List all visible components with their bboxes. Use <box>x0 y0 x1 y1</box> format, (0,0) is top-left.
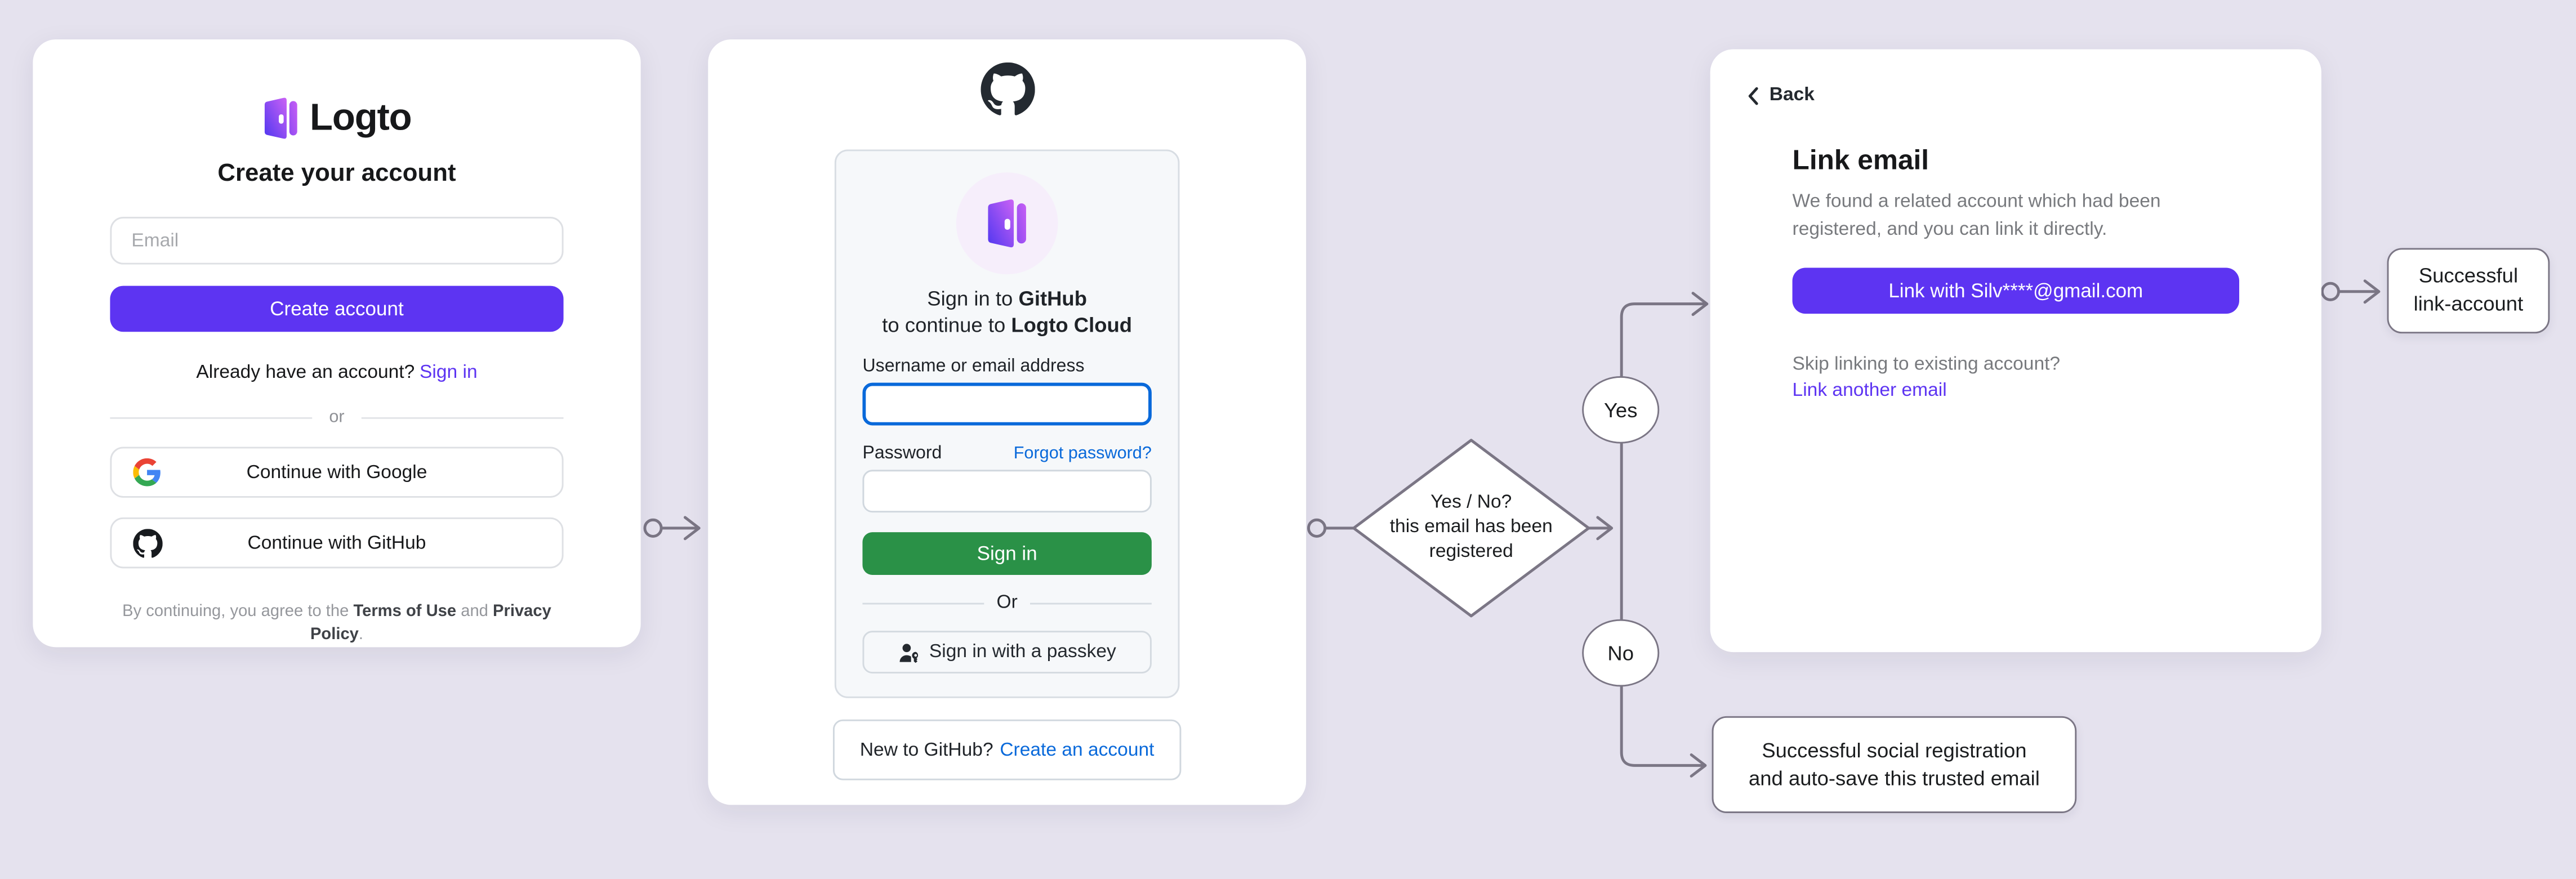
brand-name: Logto <box>310 95 412 139</box>
link-email-description: We found a related account which had bee… <box>1792 192 2161 239</box>
github-logo-icon <box>708 39 1306 117</box>
no-branch-node: No <box>1582 619 1660 687</box>
signup-card: Logto Create your account Create account… <box>33 39 641 648</box>
connector-dot <box>1307 518 1327 538</box>
yes-branch-node: Yes <box>1582 376 1660 444</box>
github-signin-card: Sign in to GitHub to continue to Logto C… <box>708 39 1307 805</box>
passkey-label: Sign in with a passkey <box>929 642 1116 663</box>
create-account-button[interactable]: Create account <box>110 285 564 332</box>
link-another-email-link[interactable]: Link another email <box>1792 381 1947 401</box>
password-label: Password <box>862 444 942 464</box>
google-icon <box>133 458 161 487</box>
continue-google-button[interactable]: Continue with Google <box>110 447 564 498</box>
decision-diamond-label: Yes / No? this email has been registered <box>1389 492 1553 562</box>
new-to-github-box: New to GitHub? Create an account <box>832 720 1182 781</box>
skip-linking-text: Skip linking to existing account? <box>1792 355 2061 376</box>
passkey-icon <box>898 642 919 663</box>
signin-prompt-row: Already have an account?Sign in <box>110 363 563 383</box>
privacy-policy-link[interactable]: Privacy Policy <box>310 603 551 644</box>
terms-and: and <box>456 603 493 621</box>
continue-google-label: Continue with Google <box>246 462 427 483</box>
username-input[interactable] <box>862 383 1152 426</box>
continue-app: Logto Cloud <box>1011 313 1133 336</box>
link-with-email-button[interactable]: Link with Silv****@gmail.com <box>1792 268 2240 315</box>
terms-text: By continuing, you agree to the Terms of… <box>110 601 563 648</box>
continue-prefix: to continue to <box>882 313 1011 336</box>
or-divider: or <box>110 407 563 427</box>
username-label: Username or email address <box>862 356 1085 377</box>
github-signin-button[interactable]: Sign in <box>862 532 1152 575</box>
forgot-password-link[interactable]: Forgot password? <box>1013 444 1152 464</box>
signin-link[interactable]: Sign in <box>420 363 478 383</box>
back-button[interactable]: Back <box>1746 86 1815 105</box>
connector-dot <box>2320 282 2340 301</box>
continue-github-button[interactable]: Continue with GitHub <box>110 517 564 569</box>
password-input[interactable] <box>862 470 1152 513</box>
github-icon <box>133 528 163 558</box>
github-signin-panel: Sign in to GitHub to continue to Logto C… <box>834 149 1180 699</box>
outcome-social-registration-box: Successful social registration and auto-… <box>1712 716 2077 813</box>
passkey-button[interactable]: Sign in with a passkey <box>862 631 1152 674</box>
github-or-label: Or <box>996 593 1018 613</box>
new-to-github-prompt: New to GitHub? <box>859 740 993 760</box>
or-divider-label: or <box>329 407 345 427</box>
link-email-title: Link email <box>1792 144 1929 176</box>
terms-prefix: By continuing, you agree to the <box>122 603 354 621</box>
logto-door-icon <box>988 199 1026 248</box>
signin-prompt: Already have an account? <box>196 363 415 383</box>
signup-title: Create your account <box>217 159 456 188</box>
chevron-left-icon <box>1746 86 1759 104</box>
continue-github-label: Continue with GitHub <box>247 533 426 553</box>
outcome-link-account-box: Successful link-account <box>2387 248 2550 334</box>
github-create-account-link[interactable]: Create an account <box>1000 740 1155 760</box>
github-or-divider: Or <box>862 594 1151 613</box>
github-signin-heading: Sign in to GitHub to continue to Logto C… <box>862 287 1151 338</box>
logto-logo-icon <box>262 96 298 139</box>
signin-title-app: GitHub <box>1018 287 1088 311</box>
terms-suffix: . <box>358 626 364 644</box>
connector-dot <box>643 518 663 538</box>
back-label: Back <box>1769 85 1815 105</box>
signin-title-prefix: Sign in to <box>927 287 1019 311</box>
terms-of-use-link[interactable]: Terms of Use <box>353 603 457 621</box>
link-email-card: Back Link email We found a related accou… <box>1710 49 2321 653</box>
logto-app-avatar <box>956 172 1058 275</box>
logto-brand: Logto <box>110 39 563 140</box>
email-field[interactable] <box>110 217 564 265</box>
